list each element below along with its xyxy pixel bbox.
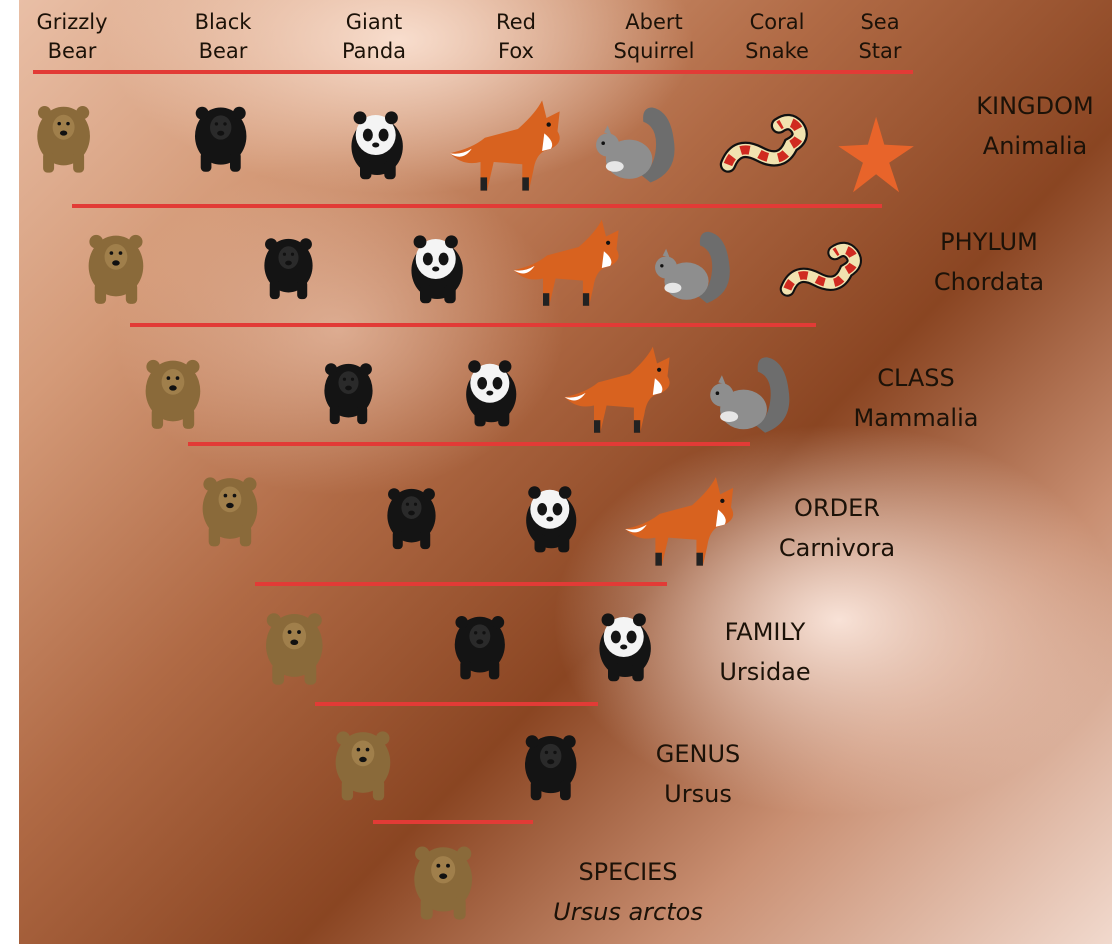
abert-squirrel-picture	[700, 350, 805, 440]
black-bear-picture	[185, 80, 265, 195]
rank-divider-line	[255, 582, 667, 586]
grizzly-bear-picture	[27, 80, 109, 195]
rank-label-phylum: PHYLUM Chordata	[879, 222, 1099, 302]
rank-name: SPECIES	[518, 852, 738, 892]
coral-snake-picture	[705, 112, 823, 187]
abert-squirrel-picture	[645, 225, 745, 310]
column-label-line1: Sea	[820, 8, 940, 37]
rank-divider-line	[33, 70, 913, 74]
black-bear-picture	[445, 592, 523, 700]
rank-name: ORDER	[727, 488, 947, 528]
column-label-line1: Grizzly	[12, 8, 132, 37]
grizzly-bear-picture	[135, 335, 220, 450]
rank-name: FAMILY	[655, 612, 875, 652]
rank-name: CLASS	[806, 358, 1026, 398]
rank-divider-line	[130, 323, 816, 327]
column-label-line2: Fox	[456, 37, 576, 66]
rank-label-genus: GENUS Ursus	[588, 734, 808, 814]
coral-snake-picture	[760, 240, 882, 310]
taxon-name: Animalia	[925, 126, 1112, 166]
abert-squirrel-picture	[588, 100, 688, 190]
rank-name: GENUS	[588, 734, 808, 774]
column-label-line2: Panda	[314, 37, 434, 66]
rank-name: KINGDOM	[925, 86, 1112, 126]
column-label-line1: Abert	[594, 8, 714, 37]
column-label-giant-panda: Giant Panda	[314, 8, 434, 66]
rank-label-order: ORDER Carnivora	[727, 488, 947, 568]
column-label-line1: Black	[163, 8, 283, 37]
sea-star-picture	[835, 112, 927, 197]
column-label-grizzly-bear: Grizzly Bear	[12, 8, 132, 66]
grizzly-bear-picture	[255, 588, 343, 706]
column-label-line1: Coral	[717, 8, 837, 37]
column-label-line2: Star	[820, 37, 940, 66]
giant-panda-picture	[515, 465, 593, 573]
giant-panda-picture	[400, 215, 480, 323]
column-label-abert-squirrel: Abert Squirrel	[594, 8, 714, 66]
column-label-line2: Bear	[163, 37, 283, 66]
grizzly-bear-picture	[192, 450, 277, 570]
rank-label-family: FAMILY Ursidae	[655, 612, 875, 692]
red-fox-picture	[550, 332, 680, 437]
rank-name: PHYLUM	[879, 222, 1099, 262]
taxon-name: Chordata	[879, 262, 1099, 302]
giant-panda-picture	[340, 90, 420, 200]
black-bear-picture	[378, 462, 453, 572]
column-label-black-bear: Black Bear	[163, 8, 283, 66]
taxon-name: Ursus arctos	[518, 892, 738, 932]
column-label-line2: Snake	[717, 37, 837, 66]
grizzly-bear-picture	[403, 822, 493, 940]
column-label-line2: Bear	[12, 37, 132, 66]
column-label-red-fox: Red Fox	[456, 8, 576, 66]
red-fox-picture	[500, 205, 628, 310]
column-label-coral-snake: Coral Snake	[717, 8, 837, 66]
column-label-sea-star: Sea Star	[820, 8, 940, 66]
taxon-name: Ursus	[588, 774, 808, 814]
rank-label-species: SPECIES Ursus arctos	[518, 852, 738, 932]
giant-panda-picture	[455, 340, 533, 446]
taxon-name: Ursidae	[655, 652, 875, 692]
column-label-line2: Squirrel	[594, 37, 714, 66]
rank-label-kingdom: KINGDOM Animalia	[925, 86, 1112, 166]
black-bear-picture	[515, 710, 595, 822]
red-fox-picture	[440, 85, 565, 195]
column-label-line1: Red	[456, 8, 576, 37]
taxon-name: Carnivora	[727, 528, 947, 568]
black-bear-picture	[255, 212, 330, 322]
rank-divider-line	[72, 204, 882, 208]
red-fox-picture	[612, 462, 742, 570]
column-label-line1: Giant	[314, 8, 434, 37]
grizzly-bear-picture	[325, 705, 410, 823]
black-bear-picture	[315, 337, 390, 447]
giant-panda-picture	[588, 592, 668, 702]
grizzly-bear-picture	[78, 210, 163, 325]
taxon-name: Mammalia	[806, 398, 1026, 438]
rank-label-class: CLASS Mammalia	[806, 358, 1026, 438]
